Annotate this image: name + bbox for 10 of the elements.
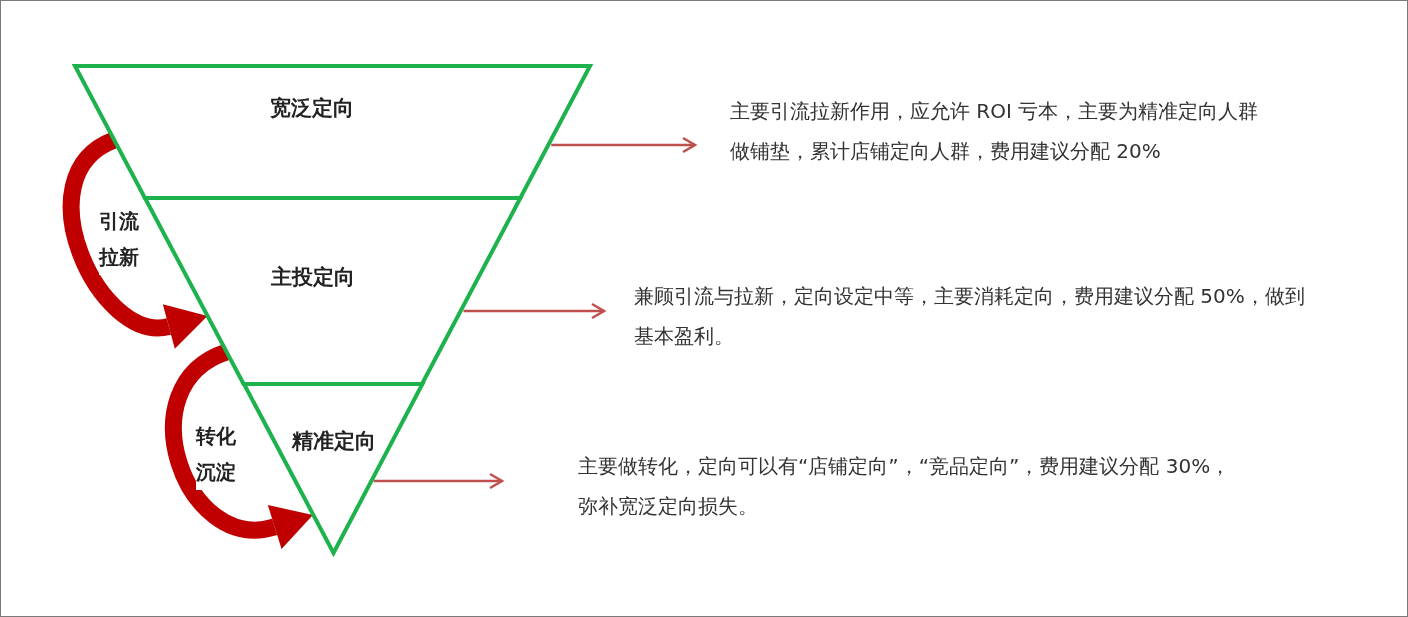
band-label: 精准定向	[292, 428, 376, 454]
description-text: 主要引流拉新作用，应允许 ROI 亏本，主要为精准定向人群做铺垫，累计店铺定向人群，费用建议分配 20%	[730, 98, 1260, 165]
arrow	[463, 302, 606, 320]
description-text: 兼顾引流与拉新，定向设定中等，主要消耗定向，费用建议分配 50%，做到基本盈利。	[634, 283, 1306, 350]
arrow	[551, 136, 697, 154]
arrow	[373, 472, 504, 490]
band-label: 宽泛定向	[270, 95, 354, 121]
band-label: 主投定向	[271, 264, 355, 290]
curved-arrow	[62, 132, 209, 350]
description-text: 主要做转化，定向可以有“店铺定向”，“竞品定向”，费用建议分配 30%，弥补宽泛定向损失。	[578, 453, 1232, 520]
